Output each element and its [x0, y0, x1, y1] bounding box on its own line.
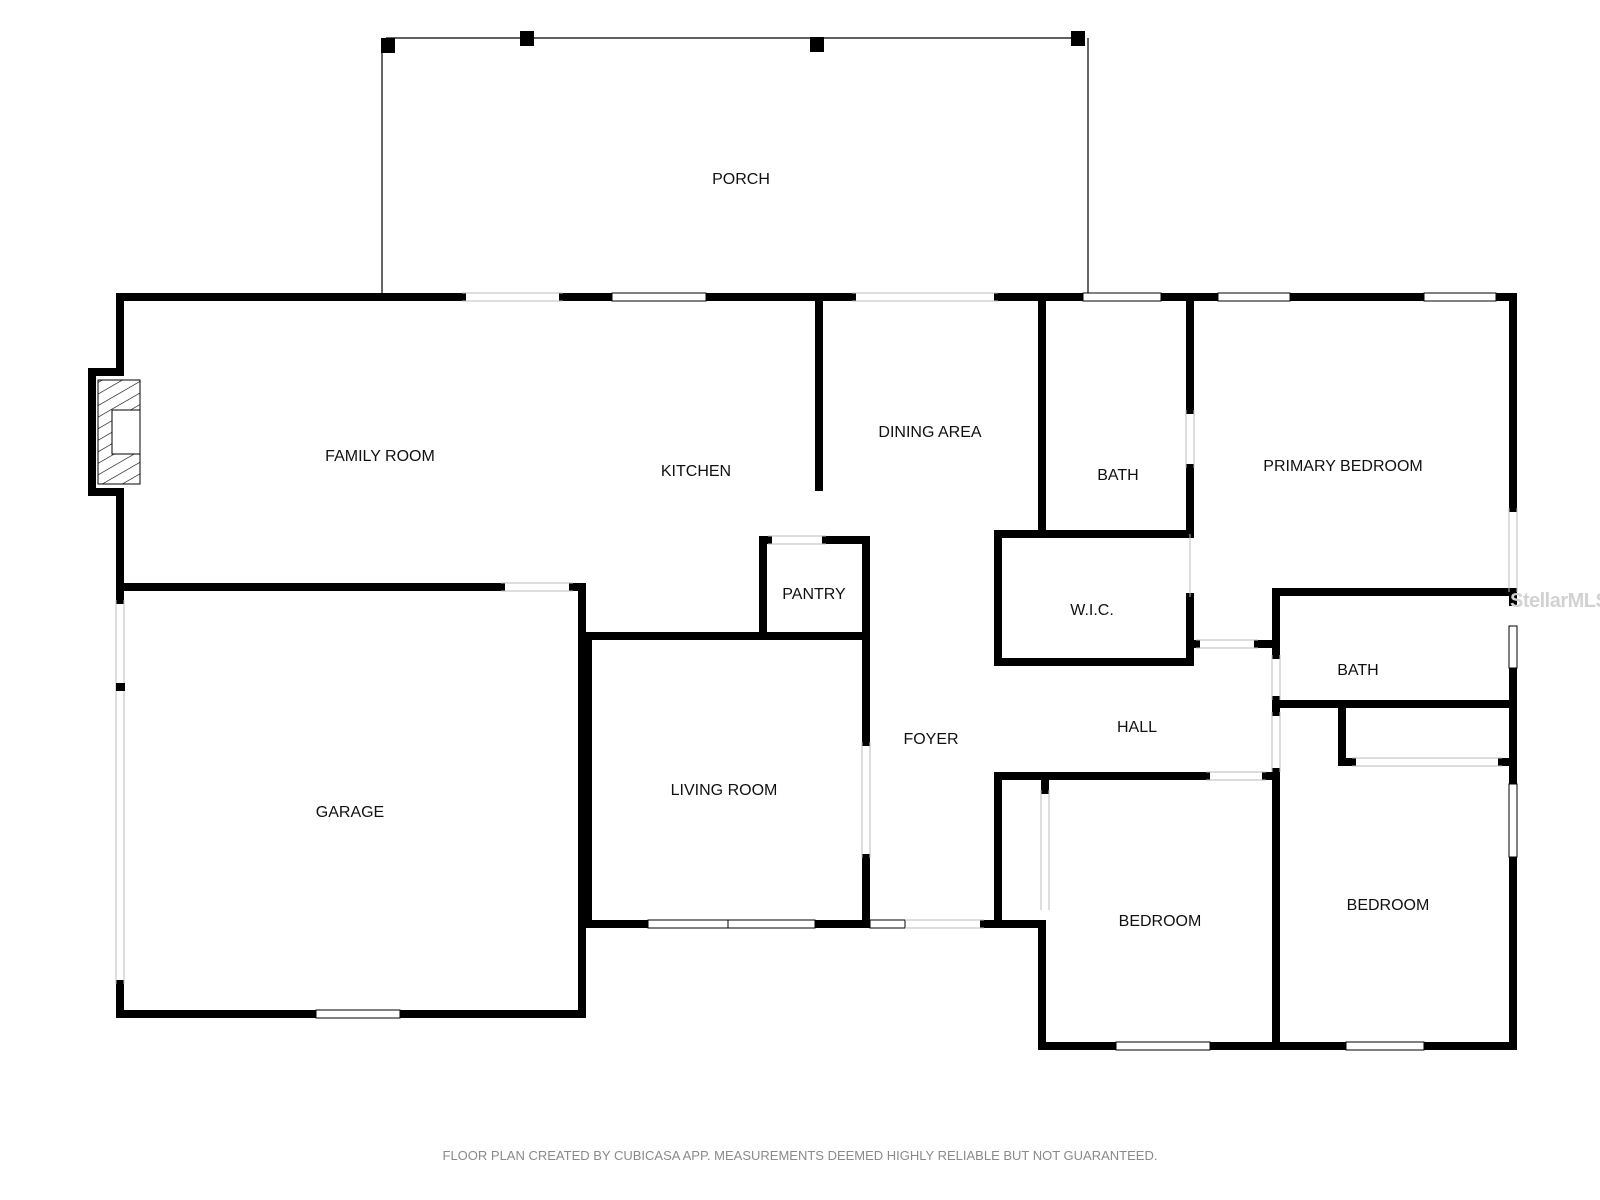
label-bedroom-2: BEDROOM [1347, 897, 1430, 914]
label-wic: W.I.C. [1070, 602, 1114, 619]
label-dining-area: DINING AREA [878, 424, 981, 441]
label-primary-bedroom: PRIMARY BEDROOM [1263, 458, 1422, 475]
garage-door-post [116, 683, 125, 691]
label-pantry: PANTRY [782, 586, 846, 603]
watermark-logo: StellarMLS [1510, 590, 1600, 612]
label-foyer: FOYER [903, 731, 958, 748]
label-garage: GARAGE [316, 804, 384, 821]
label-bath-hall: BATH [1337, 662, 1378, 679]
label-bedroom-1: BEDROOM [1119, 913, 1202, 930]
label-living-room: LIVING ROOM [671, 782, 778, 799]
label-porch: PORCH [712, 171, 770, 188]
walls [88, 293, 1517, 1050]
label-hall: HALL [1117, 719, 1157, 736]
windows [315, 292, 1518, 1051]
label-bath-primary: BATH [1097, 467, 1138, 484]
label-family-room: FAMILY ROOM [325, 448, 435, 465]
doors [115, 292, 1518, 984]
room-labels: PORCH FAMILY ROOM KITCHEN DINING AREA BA… [316, 171, 1430, 930]
porch-outline [381, 37, 1089, 296]
fireplace-icon [97, 379, 141, 485]
porch-posts [381, 31, 1085, 53]
footer-note: FLOOR PLAN CREATED BY CUBICASA APP. MEAS… [442, 1148, 1158, 1163]
label-kitchen: KITCHEN [661, 463, 731, 480]
